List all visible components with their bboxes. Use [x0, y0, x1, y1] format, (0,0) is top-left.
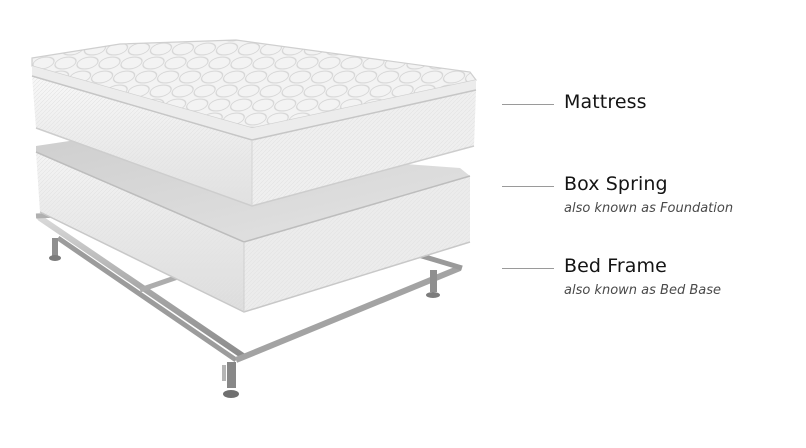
- bed-frame-label: Bed Frame: [564, 255, 667, 277]
- frame-leg: [426, 270, 440, 298]
- box-spring-sublabel: also known as Foundation: [564, 201, 734, 216]
- bed-frame-leader-line: [502, 268, 554, 269]
- frame-leg: [49, 238, 61, 261]
- mattress-label: Mattress: [564, 91, 647, 113]
- box-spring-label: Box Spring: [564, 173, 668, 195]
- frame-leg: [222, 365, 226, 381]
- bed-frame-sublabel: also known as Bed Base: [564, 283, 721, 298]
- mattress: [31, 39, 478, 207]
- mattress-leader-line: [502, 104, 554, 105]
- frame-leg: [223, 362, 239, 398]
- box-spring-leader-line: [502, 186, 554, 187]
